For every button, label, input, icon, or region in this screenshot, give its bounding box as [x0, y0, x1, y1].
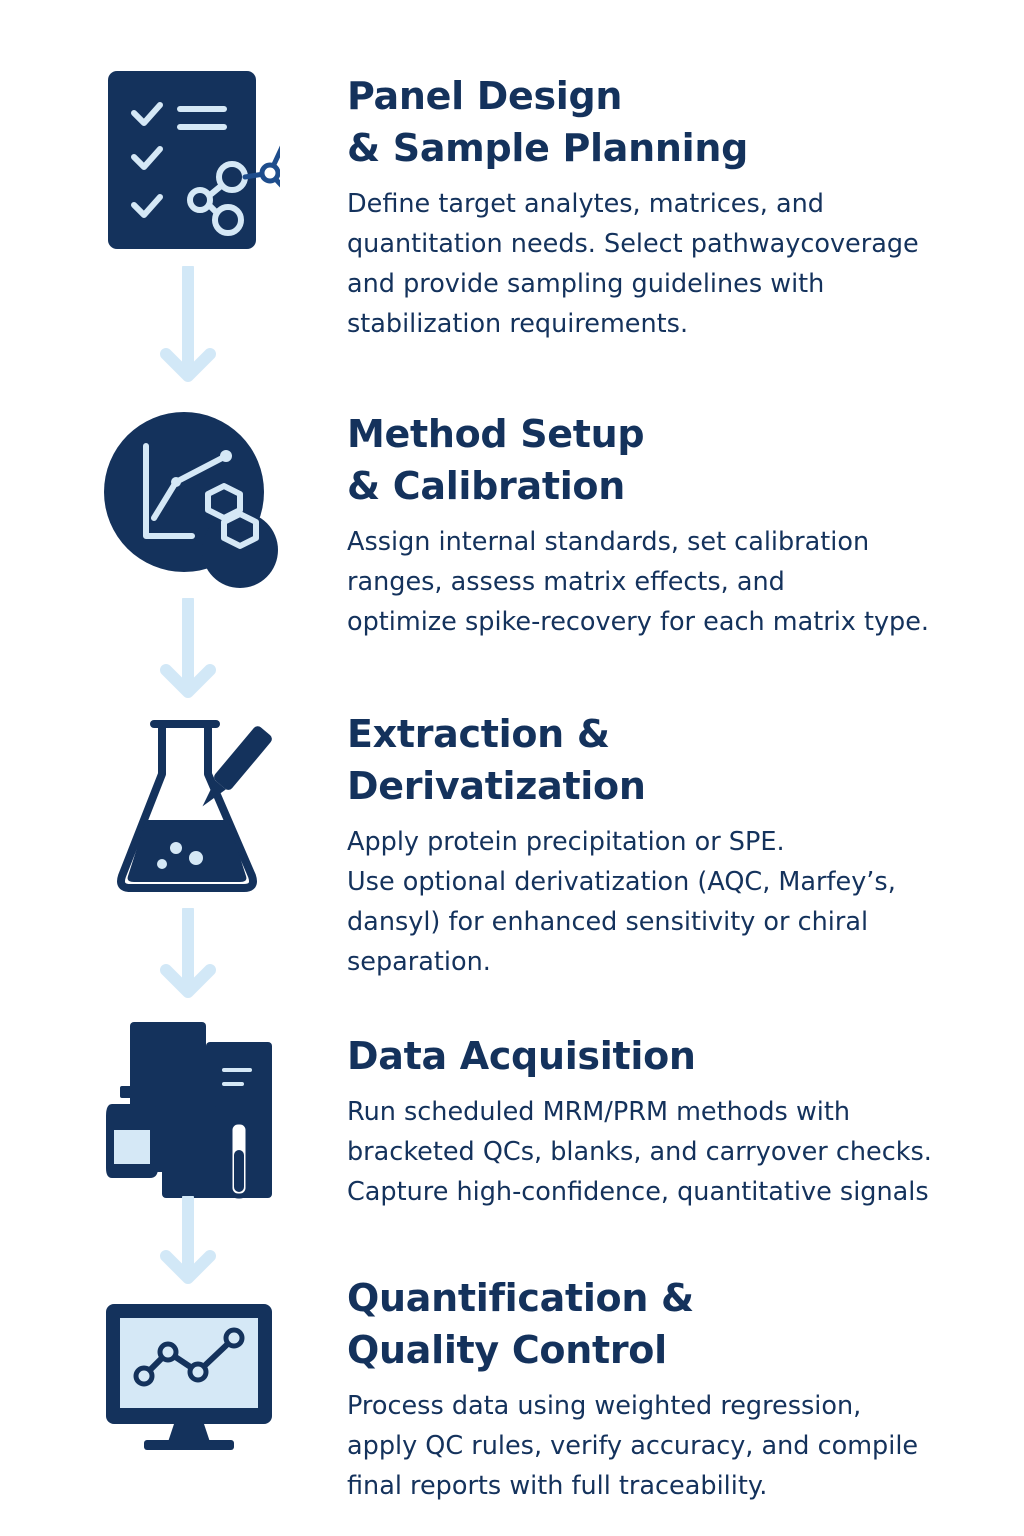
- down-arrow-icon: [160, 266, 216, 386]
- step-description: Run scheduled MRM/PRM methods with brack…: [347, 1097, 932, 1207]
- step-text: Quantification & Quality Control Process…: [347, 1272, 997, 1506]
- monitor-chart-icon: [100, 1300, 280, 1500]
- step-title: Method Setup & Calibration: [347, 412, 645, 508]
- down-arrow-icon: [160, 908, 216, 1028]
- checklist-network-icon: [100, 65, 280, 265]
- step-title: Extraction & Derivatization: [347, 712, 646, 808]
- calibration-curve-molecule-icon: [100, 410, 280, 610]
- down-arrow-icon: [160, 1196, 216, 1316]
- step-text: Method Setup & Calibration Assign intern…: [347, 408, 997, 642]
- lab-instrument-icon: [100, 1018, 280, 1218]
- step-title: Panel Design & Sample Planning: [347, 74, 749, 170]
- step-description: Define target analytes, matrices, and qu…: [347, 189, 919, 339]
- step-title: Quantification & Quality Control: [347, 1276, 694, 1372]
- down-arrow-icon: [160, 598, 216, 718]
- step-description: Apply protein precipitation or SPE. Use …: [347, 827, 896, 977]
- step-text: Extraction & Derivatization Apply protei…: [347, 708, 997, 982]
- step-text: Data Acquisition Run scheduled MRM/PRM m…: [347, 1030, 997, 1212]
- step-text: Panel Design & Sample Planning Define ta…: [347, 70, 997, 344]
- step-description: Assign internal standards, set calibrati…: [347, 527, 930, 637]
- flask-pipette-icon: [100, 712, 280, 912]
- step-title: Data Acquisition: [347, 1034, 696, 1078]
- step-description: Process data using weighted regression, …: [347, 1391, 919, 1501]
